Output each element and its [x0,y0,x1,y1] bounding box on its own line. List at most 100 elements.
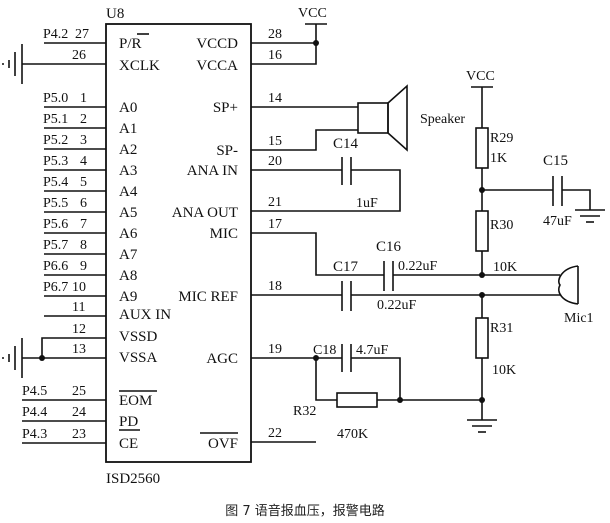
resistor-r29 [475,127,489,169]
speaker-icon [357,84,408,152]
pin-name-pd: PD [119,414,138,430]
c16-ref: C16 [376,239,402,255]
pin-num: 2 [80,112,87,127]
pin-num: 6 [80,196,87,211]
pin-num: 9 [80,259,87,274]
pin-num-16: 16 [268,48,282,63]
pin-name-vssa: VSSA [119,350,158,366]
pin-name-aux-in: AUX IN [119,307,171,323]
pin-wire-12 [41,337,106,358]
speaker-label: Speaker [420,112,465,127]
pin-num-22: 22 [268,426,282,441]
pin-name-ce: CE [119,436,138,452]
pin-num-11: 11 [72,300,85,315]
pin-num-17: 17 [268,217,282,232]
capacitor-c15 [552,176,563,206]
pin-name-xclk: XCLK [119,58,160,74]
resistor-r31 [475,317,489,359]
vcc-label-right: VCC [466,69,495,84]
isd2560-chip: U8 ISD2560 [105,6,252,487]
pin-num: 10 [72,280,86,295]
pin-name-agc: AGC [206,351,238,367]
r32-ref: R32 [293,404,316,419]
right-pins: VCC 28 16 VCCD VCCA 14 15 SP+ SP- 20 21 … [172,6,401,452]
pin-name: A3 [119,163,137,179]
pin-num-20: 20 [268,154,282,169]
wire [315,358,337,401]
pin-name-vssd: VSSD [119,329,158,345]
pin-net: P5.3 [43,154,68,169]
c14-ref: C14 [333,136,359,152]
c15-value: 47uF [543,214,572,229]
ground-icon [2,44,23,84]
pin-net-p4-2: P4.2 [43,27,68,42]
pin-num-18: 18 [268,279,282,294]
pin-num-13: 13 [72,342,86,357]
pin-net: P6.6 [43,259,68,274]
c17-ref: C17 [333,259,359,275]
pin-name-vcca: VCCA [196,58,238,74]
r30-value: 10K [493,260,517,275]
resistor-r30 [475,210,489,252]
microphone-icon [558,265,579,305]
capacitor-c14 [341,157,352,185]
pin-name-sp-minus: SP- [216,143,238,159]
pin-num-14: 14 [268,91,282,106]
pin-num: 4 [80,154,87,169]
figure-caption: 图 7 语音报血压，报警电路 [225,504,385,519]
pin-num: 1 [80,91,87,106]
pin-name: A0 [119,100,137,116]
junction [479,272,485,278]
pin-num-15: 15 [268,134,282,149]
pin-num-19: 19 [268,342,282,357]
pin-num: 5 [80,175,87,190]
pin-num-25: 25 [72,384,86,399]
c18-value: 4.7uF [356,343,389,358]
pin-net-p4-4: P4.4 [22,405,47,420]
wire [562,189,591,210]
pin-net: P5.5 [43,196,68,211]
r31-value: 10K [492,363,516,378]
pin-net-p4-5: P4.5 [22,384,47,399]
r30-ref: R30 [490,218,513,233]
pin-net: P5.0 [43,91,68,106]
ground-icon [2,338,23,378]
r29-ref: R29 [490,131,513,146]
pin-net: P5.2 [43,133,68,148]
pin-num-23: 23 [72,427,86,442]
pin-net: P5.1 [43,112,68,127]
pin-net: P6.7 [43,280,68,295]
pin-num: 7 [80,217,87,232]
junction [39,355,45,361]
pin-name-ovf: OVF [208,436,238,452]
pin-name-vccd: VCCD [196,36,238,52]
pin-num-28: 28 [268,27,282,42]
pin-name: A1 [119,121,137,137]
pin-wire-15 [251,129,358,151]
wire [351,357,401,400]
resistor-r32 [336,392,378,408]
pin-wire-17 [251,232,384,276]
pin-wire-21 [251,169,401,212]
vcc-label-chip: VCC [298,6,327,21]
pin-name-pr: P/R [119,36,142,52]
pin-name: A2 [119,142,137,158]
pin-name-sp-plus: SP+ [213,100,238,116]
pin-num: 8 [80,238,87,253]
pin-num-12: 12 [72,322,86,337]
r31-ref: R31 [490,321,513,336]
pin-name: A7 [119,247,138,263]
ground-icon [575,209,605,223]
pin-name-eom: EOM [119,393,152,409]
mic-ref: Mic1 [564,311,594,326]
pin-name: A5 [119,205,137,221]
capacitor-c18 [341,344,352,372]
chip-part: ISD2560 [106,471,160,487]
c15-ref: C15 [543,153,568,169]
pin-net-p4-3: P4.3 [22,427,47,442]
capacitor-c17 [341,281,352,311]
pin-num-26: 26 [72,48,86,63]
junction [313,40,319,46]
